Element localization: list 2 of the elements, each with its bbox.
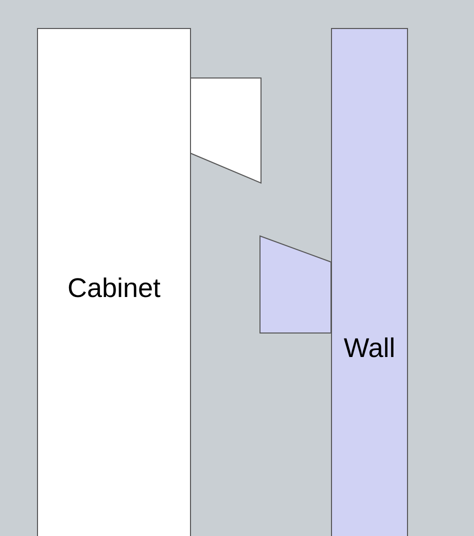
label: Cabinet (67, 272, 161, 304)
label: Wall (344, 332, 396, 364)
